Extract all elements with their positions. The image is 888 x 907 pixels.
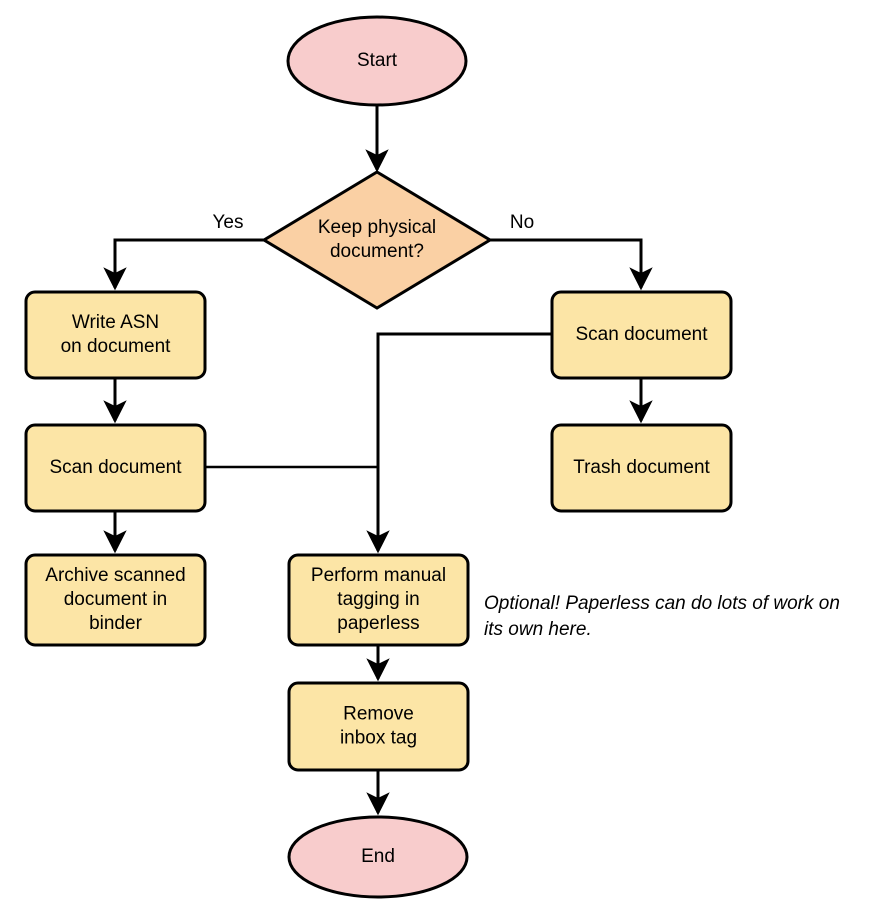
node-label-archive-binder-line2: document in (64, 589, 168, 610)
node-label-keep-physical-line2: document? (330, 241, 424, 262)
node-label-manual-tagging-line2: tagging in (337, 589, 419, 610)
edge-label-decision-no-to-scan-right: No (510, 212, 534, 233)
node-remove-inbox-tag[interactable]: Remove inbox tag (287, 681, 470, 772)
annotation-optional-note-line1: Optional! Paperless can do lots of work … (484, 593, 840, 614)
annotation-optional-note-line2: its own here. (484, 619, 592, 640)
node-label-write-asn-line1: Write ASN (72, 312, 159, 333)
node-start[interactable]: Start (286, 15, 468, 107)
edge-label-decision-yes-to-write-asn: Yes (213, 212, 244, 233)
node-label-manual-tagging-line3: paperless (337, 613, 419, 634)
node-label-start: Start (357, 50, 398, 71)
node-label-trash-document: Trash document (573, 457, 710, 478)
node-label-end: End (361, 846, 395, 867)
node-trash-document[interactable]: Trash document (550, 423, 733, 513)
node-scan-document-left[interactable]: Scan document (24, 423, 207, 513)
node-shape-diamond-keep-physical (261, 170, 493, 310)
node-archive-binder[interactable]: Archive scanned document in binder (24, 553, 207, 647)
annotation-optional-note: Optional! Paperless can do lots of work … (484, 593, 840, 640)
node-label-keep-physical-line1: Keep physical (318, 217, 436, 238)
node-shape-ellipse-end (287, 815, 469, 899)
node-label-remove-inbox-tag-line2: inbox tag (340, 728, 417, 749)
edge-line-decision-yes-to-write-asn (103, 238, 264, 291)
node-write-asn[interactable]: Write ASN on document (24, 290, 207, 380)
node-shape-ellipse-start (286, 15, 468, 107)
node-keep-physical[interactable]: Keep physical document? (261, 170, 493, 310)
node-shape-rect-remove-inbox-tag (287, 681, 470, 772)
annotations-layer: Optional! Paperless can do lots of work … (484, 593, 840, 640)
node-shape-rect-archive-binder (24, 553, 207, 647)
node-label-remove-inbox-tag-line1: Remove (343, 704, 414, 725)
edge-line-scan-right-to-manual-tagging (366, 332, 552, 554)
node-scan-document-right[interactable]: Scan document (550, 290, 733, 380)
node-label-write-asn-line2: on document (61, 336, 172, 357)
edge-decision-yes-to-write-asn: Yes (103, 212, 264, 291)
node-label-manual-tagging-line1: Perform manual (311, 565, 446, 586)
node-shape-rect-scan-document-left (24, 423, 207, 513)
node-label-archive-binder-line1: Archive scanned (45, 565, 185, 586)
node-manual-tagging[interactable]: Perform manual tagging in paperless (287, 553, 470, 647)
node-shape-rect-scan-document-right (550, 290, 733, 380)
edge-decision-no-to-scan-right: No (490, 212, 653, 291)
node-label-archive-binder-line3: binder (89, 613, 142, 634)
node-label-scan-document-right: Scan document (575, 324, 708, 345)
node-shape-rect-write-asn (24, 290, 207, 380)
node-label-scan-document-left: Scan document (49, 457, 182, 478)
node-end[interactable]: End (287, 815, 469, 899)
node-shape-rect-manual-tagging (287, 553, 470, 647)
node-shape-rect-trash-document (550, 423, 733, 513)
edge-line-decision-no-to-scan-right (490, 238, 653, 291)
edges-layer: Yes No (103, 105, 653, 816)
edge-scan-right-to-manual-tagging (366, 332, 552, 554)
